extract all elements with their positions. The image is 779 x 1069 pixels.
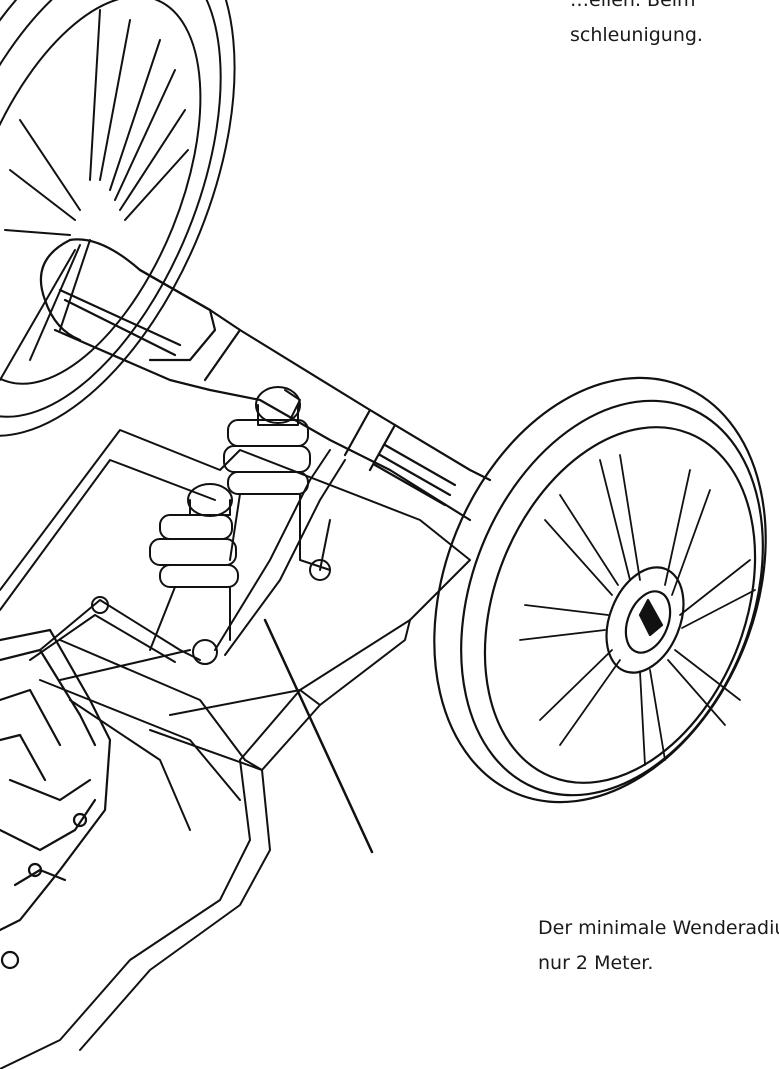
caption-bottom: Der minimale Wenderadius nur 2 Meter. [538,911,779,981]
caption-top-line-2: schleunigung. [570,24,703,46]
caption-top: …ellen. Beim schleunigung. [570,0,779,53]
axle-beam [39,238,492,522]
callout-leader-line [263,618,374,854]
motor-housing [0,628,112,970]
wheel-spokes [519,454,756,766]
caption-top-line-1: …ellen. Beim [570,0,696,11]
right-wheel [433,376,767,804]
caption-bottom-line-1: Der minimale Wenderadius [538,917,779,939]
left-wheel [0,0,236,437]
shock-absorbers [149,386,311,651]
control-arms [29,449,346,681]
caption-bottom-line-2: nur 2 Meter. [538,952,654,974]
